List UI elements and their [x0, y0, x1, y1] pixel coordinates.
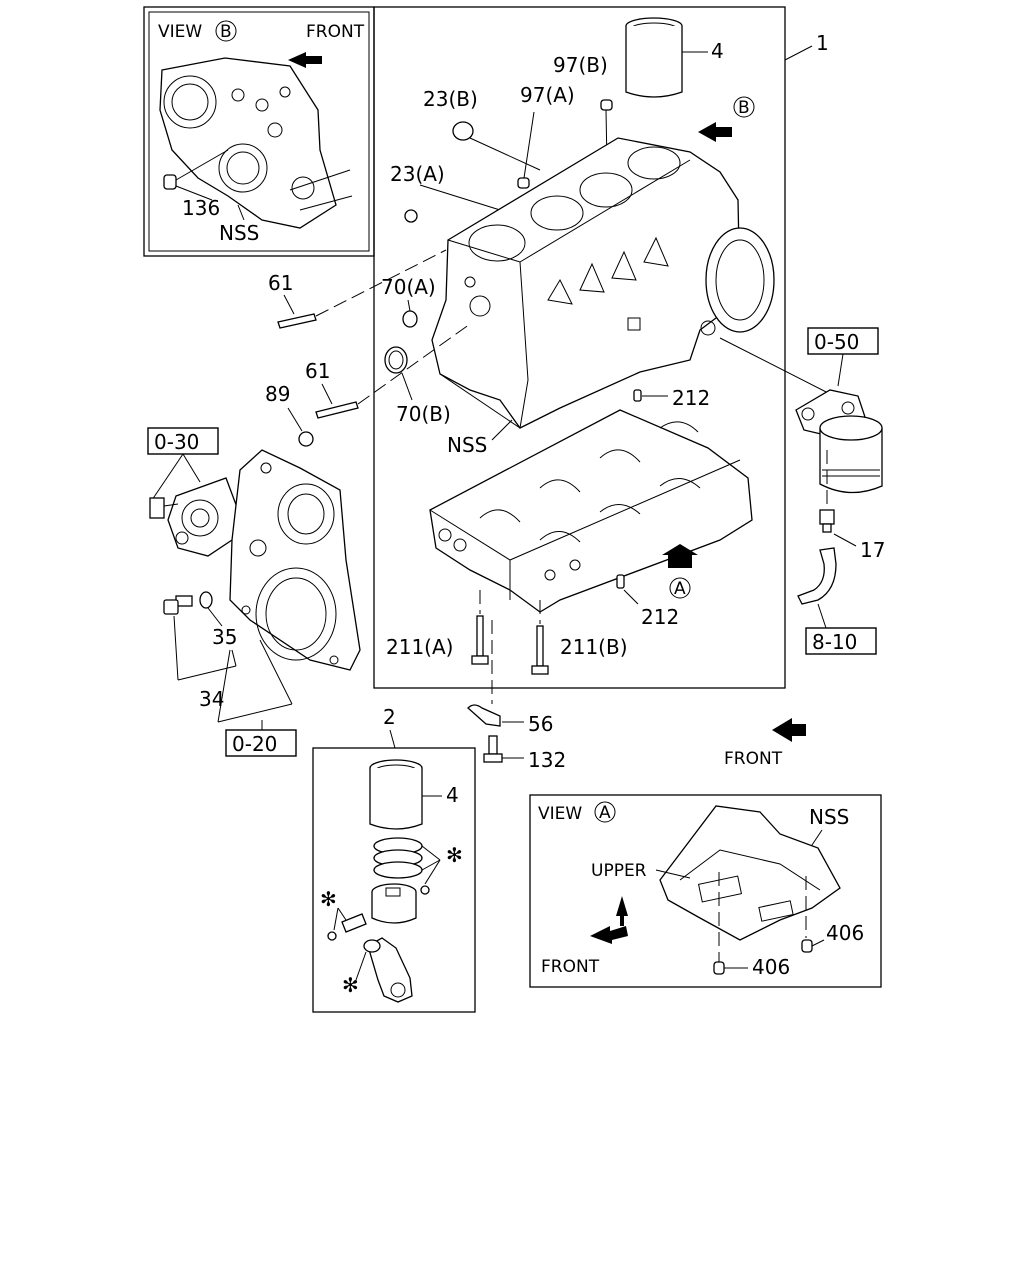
part-56-bracket	[467, 704, 501, 727]
label-part-97b: 97(B)	[553, 53, 608, 77]
sensor-17	[819, 509, 835, 533]
ref-box-0-30	[147, 427, 219, 455]
label-part-56: 56	[528, 712, 553, 736]
piston-rings	[373, 837, 423, 879]
bolt-211b	[531, 600, 549, 675]
label-nss-view-a: NSS	[809, 805, 849, 829]
ref-0-50: 0-50	[814, 330, 859, 354]
bolt-132	[483, 735, 503, 763]
view-a-front: FRONT	[541, 957, 600, 977]
view-b-front-arrow-icon	[288, 52, 322, 68]
label-part-35: 35	[212, 625, 237, 649]
dowel-pipe-61-top	[277, 313, 317, 329]
label-part-2: 2	[383, 705, 396, 729]
label-part-406-a: 406	[752, 955, 790, 979]
label-part-70b: 70(B)	[396, 402, 451, 426]
label-nss-block: NSS	[447, 433, 487, 457]
label-part-212-bot: 212	[641, 605, 679, 629]
drain-plug-406-b	[801, 939, 813, 953]
label-star-3: ✻	[342, 973, 359, 997]
label-part-23a: 23(A)	[390, 162, 445, 186]
view-a-front-arrow-icon	[590, 926, 628, 944]
cylinder-liner-piston	[369, 759, 423, 830]
piston	[371, 883, 430, 924]
label-nss-view-b: NSS	[219, 221, 259, 245]
label-part-4-top: 4	[711, 39, 724, 63]
oring-35	[199, 591, 213, 609]
front-main-label: FRONT	[724, 749, 783, 769]
label-part-97a: 97(A)	[520, 83, 575, 107]
ref-0-30: 0-30	[154, 430, 199, 454]
label-part-212-top: 212	[672, 386, 710, 410]
label-part-17: 17	[860, 538, 885, 562]
connecting-rod	[363, 937, 413, 1003]
label-part-132: 132	[528, 748, 566, 772]
ref-box-0-20	[225, 729, 297, 757]
view-a-direction-arrow-icon	[662, 544, 698, 568]
piston-pin	[327, 913, 367, 941]
view-b-inset: VIEW B FRONT	[143, 6, 375, 257]
ref-box-8-10	[805, 627, 877, 655]
ref-box-0-50	[807, 327, 879, 355]
view-a-upper: UPPER	[591, 861, 647, 881]
label-part-61-mid: 61	[305, 359, 330, 383]
label-part-70a: 70(A)	[381, 275, 436, 299]
label-circle-b: B	[738, 98, 750, 118]
label-part-23b: 23(B)	[423, 87, 478, 111]
view-a-letter: A	[599, 803, 611, 823]
piston-assembly-frame	[312, 747, 476, 1013]
front-arrow-icon	[772, 718, 806, 742]
view-b-letter: B	[220, 22, 232, 42]
label-part-211b: 211(B)	[560, 635, 628, 659]
view-a-inset: VIEW A NSS UPPER FRONT	[529, 794, 882, 988]
label-star-2: ✻	[320, 887, 337, 911]
front-cover	[229, 449, 361, 671]
label-part-1: 1	[816, 31, 829, 55]
main-assembly-frame	[373, 6, 786, 689]
dowel-pipe-61-mid	[315, 401, 359, 419]
label-star-1: ✻	[446, 843, 463, 867]
view-b-title: VIEW	[158, 22, 202, 42]
label-part-89: 89	[265, 382, 290, 406]
label-part-136: 136	[182, 196, 220, 220]
bolt-211a	[471, 590, 489, 665]
ref-8-10: 8-10	[812, 630, 857, 654]
water-pump	[149, 477, 239, 557]
label-part-406-b: 406	[826, 921, 864, 945]
lower-crankcase	[429, 409, 753, 613]
view-b-front: FRONT	[306, 22, 365, 42]
label-part-61-top: 61	[268, 271, 293, 295]
label-circle-a: A	[674, 579, 686, 599]
oil-filter	[795, 389, 883, 494]
view-b-direction-arrow-icon	[698, 122, 732, 142]
label-part-4-piston: 4	[446, 783, 459, 807]
oil-pipe	[797, 547, 837, 605]
drain-plug-406-a	[713, 961, 725, 975]
label-part-211a: 211(A)	[386, 635, 453, 659]
bolt-drain	[163, 595, 193, 615]
upper-arrow-icon	[616, 896, 628, 926]
cylinder-block	[431, 137, 775, 429]
view-a-title: VIEW	[538, 804, 582, 824]
ref-0-20: 0-20	[232, 732, 277, 756]
cylinder-liner-top	[625, 17, 683, 98]
